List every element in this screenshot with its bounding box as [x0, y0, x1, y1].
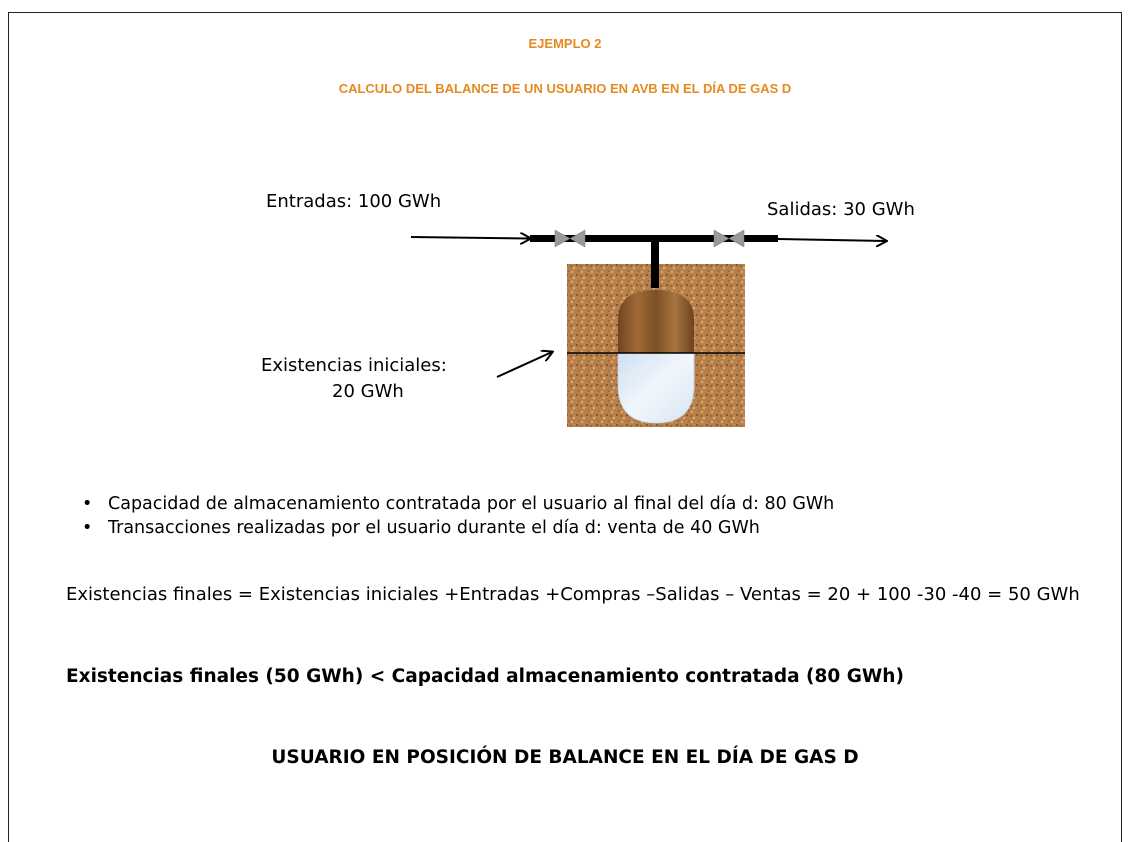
- storage-diagram: [410, 229, 1130, 427]
- comparison-statement: Existencias finales (50 GWh) < Capacidad…: [66, 666, 904, 687]
- storage-cavern-top: [618, 290, 694, 353]
- existencias-label-line2: 20 GWh: [332, 381, 404, 402]
- input-arrow: [410, 237, 530, 239]
- bullet-list: • Capacidad de almacenamiento contratada …: [80, 492, 834, 540]
- bullet-text: Capacidad de almacenamiento contratada p…: [108, 494, 835, 514]
- bullet-text: Transacciones realizadas por el usuario …: [108, 518, 760, 538]
- valve-left-icon: [554, 229, 586, 248]
- entradas-label: Entradas: 100 GWh: [266, 191, 442, 212]
- existencias-pointer-arrow: [496, 352, 552, 378]
- bullet-item: • Transacciones realizadas por el usuario…: [80, 516, 834, 540]
- balance-formula: Existencias finales = Existencias inicia…: [66, 584, 1080, 605]
- valve-right-icon: [713, 229, 745, 248]
- bullet-icon: •: [82, 494, 93, 514]
- storage-cavern-gas: [617, 352, 695, 424]
- existencias-label-line1: Existencias iniciales:: [261, 355, 447, 376]
- balance-result: USUARIO EN POSICIÓN DE BALANCE EN EL DÍA…: [271, 747, 859, 768]
- slide-subtitle: CALCULO DEL BALANCE DE UN USUARIO EN AVB…: [338, 81, 792, 96]
- output-arrow: [777, 239, 886, 241]
- bullet-icon: •: [82, 518, 93, 538]
- salidas-label: Salidas: 30 GWh: [767, 199, 915, 220]
- slide-frame: [8, 12, 1122, 842]
- horizontal-pipe: [530, 235, 778, 242]
- vertical-pipe: [651, 240, 659, 288]
- example-title: EJEMPLO 2: [528, 36, 602, 51]
- bullet-item: • Capacidad de almacenamiento contratada …: [80, 492, 834, 516]
